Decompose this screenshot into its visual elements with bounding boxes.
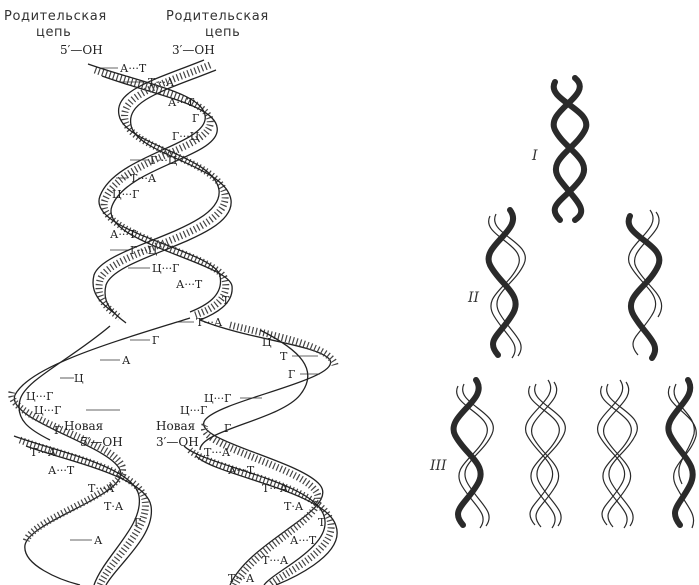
new-strand-left-end: 5′—OH (80, 435, 123, 449)
bp-10: Г···Ц (130, 244, 158, 257)
fl-4: Ц···Г (26, 390, 53, 403)
base-pairs-fork-right: Ц Т Г Ц···Г Ц···Г Г Т···А А···Т Т···А Т·… (180, 336, 326, 585)
fl-10: Т·А (104, 500, 124, 513)
bp-6: Г···Ц (150, 154, 178, 167)
fr-8: А···Т (228, 464, 255, 477)
gen2-helix-left (485, 207, 526, 359)
gen3-helix-2 (524, 379, 566, 529)
parent-strand-right-sub: цепь (205, 25, 240, 40)
fork-left-helix (8, 317, 191, 585)
gen3-helix-1 (450, 377, 494, 529)
bp-11: Ц···Г (152, 262, 179, 275)
bp-9: А···Т (110, 228, 137, 241)
gen2-helix-right (625, 209, 663, 361)
parent-strand-right-label: Родительская (166, 9, 269, 24)
fr-14: Т···А (228, 572, 255, 585)
generation-II-label: II (467, 290, 480, 306)
fl-2: А (122, 354, 131, 367)
fr-12: А···Т (290, 534, 317, 547)
fl-5: Ц···Г (34, 404, 61, 417)
parent-helix (87, 59, 233, 324)
fork-right-helix (183, 319, 339, 585)
fl-9: Т···А (88, 482, 115, 495)
bp-5: Г···Ц (172, 130, 200, 143)
gen3-helix-3 (596, 379, 638, 529)
bp-12: А···Т (176, 278, 203, 291)
fl-12: А (94, 534, 103, 547)
fr-13: Т···А (262, 554, 289, 567)
fl-11: Г (134, 516, 141, 529)
fl-3: Ц (74, 372, 84, 385)
bp-2: Т···А (148, 76, 175, 89)
gen3-helix-4 (665, 377, 697, 529)
fr-3: Г (288, 368, 295, 381)
fr-9: Т···А (262, 482, 289, 495)
base-pairs-fork-left: Г А Ц Ц···Г Ц···Г Г Т···А А···Т Т···А Т·… (26, 334, 159, 547)
fl-8: А···Т (48, 464, 75, 477)
base-pairs-parent: А···Т Т···А А···Т Г Г···Ц Г···Ц Т···А Ц·… (100, 62, 230, 329)
fr-7: Т···А (204, 446, 231, 459)
fr-5: Ц···Г (180, 404, 207, 417)
fr-11: Т (318, 516, 326, 529)
fr-4: Ц···Г (204, 392, 231, 405)
generation-III-label: III (429, 458, 447, 474)
parent-strand-right-end: 3′—OH (172, 43, 215, 57)
fl-6: Г (54, 424, 61, 437)
fr-1: Ц (262, 336, 272, 349)
bp-3: А···Т (168, 96, 195, 109)
parent-strand-left-sub: цепь (36, 25, 71, 40)
bp-13: Т (222, 294, 230, 307)
bp-4: Г (192, 112, 199, 125)
new-strand-left-label: Новая (64, 419, 103, 433)
fl-7: Т···А (30, 446, 57, 459)
bp-1: А···Т (120, 62, 147, 75)
fr-6: Г (224, 422, 231, 435)
fr-10: Т·А (284, 500, 304, 513)
new-strand-right-end: 3′—OH (156, 435, 199, 449)
bp-8: Ц···Г (112, 188, 139, 201)
parent-strand-left-label: Родительская (4, 9, 107, 24)
fr-2: Т (280, 350, 288, 363)
generation-I-label: I (531, 148, 538, 164)
gen1-helix (550, 75, 590, 223)
parent-strand-left-end: 5′—OH (60, 43, 103, 57)
fl-1: Г (152, 334, 159, 347)
new-strand-right-label: Новая (156, 419, 195, 433)
bp-7: Т···А (130, 172, 157, 185)
